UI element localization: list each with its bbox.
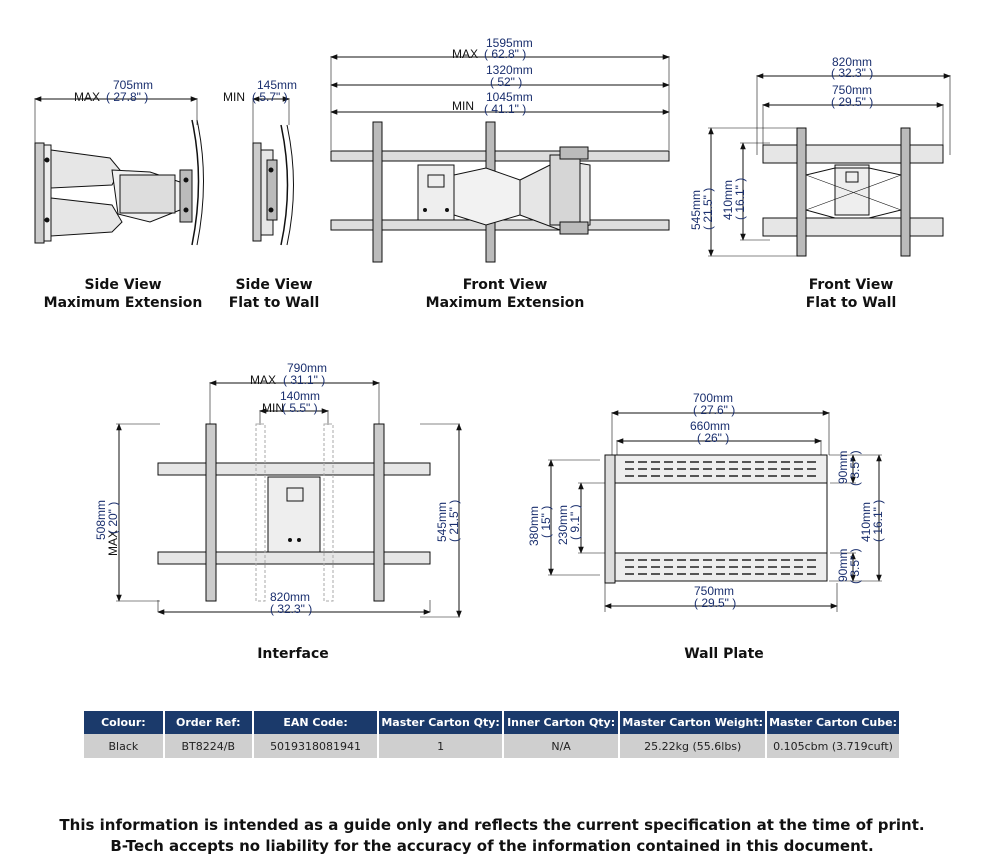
- header-ean-code: EAN Code:: [252, 711, 380, 734]
- interface-right-in: ( 21.5" ): [447, 500, 461, 542]
- front-max-max-mm: 1595mm: [486, 36, 533, 50]
- cell-master-carton-weight: 25.22kg (55.6lbs): [619, 734, 768, 758]
- cell-master-carton-cube: 0.105cbm (3.719cuft): [766, 734, 901, 758]
- wall-rt-mm: 90mm: [836, 451, 850, 484]
- front-max-max-in: ( 62.8" ): [484, 47, 526, 61]
- front-flat-w1-mm: 820mm: [832, 55, 872, 69]
- cell-inner-carton-qty: N/A: [502, 734, 621, 758]
- front-flat-h1-in: ( 21.5" ): [701, 188, 715, 230]
- front-view-max-drawing: [330, 54, 670, 263]
- front-flat-h2-in: ( 16.1" ): [733, 178, 747, 220]
- table-header-row: Colour: Order Ref: EAN Code: Master Cart…: [84, 711, 901, 734]
- front-max-min-label: MIN: [452, 99, 474, 113]
- cell-ean-code: 5019318081941: [252, 734, 380, 758]
- caption-line: Side View: [84, 277, 162, 293]
- caption-line: Interface: [257, 646, 329, 662]
- front-max-min-in: ( 41.1" ): [484, 102, 526, 116]
- side-max-dim-mm: 705mm: [113, 78, 153, 92]
- side-view-max-drawing: [34, 96, 204, 246]
- wall-rb-in: ( 3.5" ): [848, 548, 862, 584]
- interface-min-label: MIN: [262, 401, 284, 415]
- wall-bottom-mm: 750mm: [694, 584, 734, 598]
- front-flat-w2-mm: 750mm: [832, 83, 872, 97]
- caption-side-view-flat: Side View Flat to Wall: [224, 276, 324, 312]
- caption-front-view-max: Front View Maximum Extension: [420, 276, 590, 312]
- caption-line: Flat to Wall: [228, 295, 320, 311]
- interface-left-mm: 508mm: [94, 500, 108, 540]
- front-flat-h1-mm: 545mm: [689, 190, 703, 230]
- interface-right-mm: 545mm: [435, 502, 449, 542]
- side-flat-dim-label: MIN: [223, 90, 245, 104]
- side-flat-dim-mm: 145mm: [257, 78, 297, 92]
- header-master-carton-weight: Master Carton Weight:: [619, 711, 768, 734]
- interface-min-in: ( 5.5" ): [282, 401, 318, 415]
- interface-max-in: ( 31.1" ): [283, 373, 325, 387]
- wall-plate-drawing: [548, 410, 882, 612]
- front-max-mid-mm: 1320mm: [486, 63, 533, 77]
- wall-bottom-in: ( 29.5" ): [694, 596, 736, 610]
- interface-drawing: [116, 380, 462, 618]
- caption-line: Side View: [235, 277, 313, 293]
- interface-left-in: ( 20" ): [106, 502, 120, 534]
- caption-line: Front View: [808, 277, 894, 293]
- interface-bottom-in: ( 32.3" ): [270, 602, 312, 616]
- wall-right-in: ( 16.1" ): [871, 500, 885, 542]
- cell-master-carton-qty: 1: [378, 734, 504, 758]
- front-view-flat-drawing: [708, 73, 951, 257]
- side-max-dim-label: MAX: [74, 90, 100, 104]
- wall-top1-mm: 700mm: [693, 391, 733, 405]
- wall-rb-mm: 90mm: [836, 549, 850, 582]
- header-master-carton-cube: Master Carton Cube:: [766, 711, 901, 734]
- wall-right-mm: 410mm: [859, 502, 873, 542]
- interface-min-mm: 140mm: [280, 389, 320, 403]
- caption-line: Maximum Extension: [425, 295, 585, 311]
- side-max-dim-in: ( 27.8" ): [106, 90, 148, 104]
- wall-top2-mm: 660mm: [690, 419, 730, 433]
- caption-line: Front View: [462, 277, 548, 293]
- cell-order-ref: BT8224/B: [163, 734, 254, 758]
- side-view-flat-drawing: [252, 96, 294, 246]
- interface-max-label: MAX: [250, 373, 276, 387]
- front-flat-w2-in: ( 29.5" ): [831, 95, 873, 109]
- caption-interface: Interface: [233, 645, 353, 663]
- disclaimer-line-2: B-Tech accepts no liability for the accu…: [110, 837, 874, 855]
- wall-top2-in: ( 26" ): [697, 431, 729, 445]
- caption-front-view-flat: Front View Flat to Wall: [790, 276, 912, 312]
- wall-left1-in: ( 15" ): [539, 506, 553, 538]
- disclaimer-line-1: This information is intended as a guide …: [59, 816, 925, 834]
- front-max-max-label: MAX: [452, 47, 478, 61]
- front-max-min-mm: 1045mm: [486, 90, 533, 104]
- caption-wall-plate: Wall Plate: [664, 645, 784, 663]
- caption-line: Maximum Extension: [43, 295, 203, 311]
- interface-bottom-mm: 820mm: [270, 590, 310, 604]
- front-flat-h2-mm: 410mm: [721, 180, 735, 220]
- wall-left1-mm: 380mm: [527, 506, 541, 546]
- interface-max-mm: 790mm: [287, 361, 327, 375]
- header-order-ref: Order Ref:: [163, 711, 254, 734]
- side-flat-dim-in: ( 5.7" ): [252, 90, 288, 104]
- front-flat-w1-in: ( 32.3" ): [831, 66, 873, 80]
- caption-side-view-max: Side View Maximum Extension: [40, 276, 206, 312]
- spec-table: Colour: Order Ref: EAN Code: Master Cart…: [84, 711, 901, 758]
- header-colour: Colour:: [84, 711, 165, 734]
- front-max-mid-in: ( 52" ): [490, 75, 522, 89]
- wall-left2-in: ( 9.1" ): [568, 504, 582, 540]
- caption-line: Flat to Wall: [805, 295, 897, 311]
- cell-colour: Black: [84, 734, 165, 758]
- header-inner-carton-qty: Inner Carton Qty:: [502, 711, 621, 734]
- wall-rt-in: ( 3.5" ): [848, 450, 862, 486]
- table-row: Black BT8224/B 5019318081941 1 N/A 25.22…: [84, 734, 901, 758]
- header-master-carton-qty: Master Carton Qty:: [378, 711, 504, 734]
- caption-line: Wall Plate: [684, 646, 764, 662]
- interface-left-label: MAX: [106, 530, 120, 556]
- wall-top1-in: ( 27.6" ): [693, 403, 735, 417]
- wall-left2-mm: 230mm: [556, 505, 570, 545]
